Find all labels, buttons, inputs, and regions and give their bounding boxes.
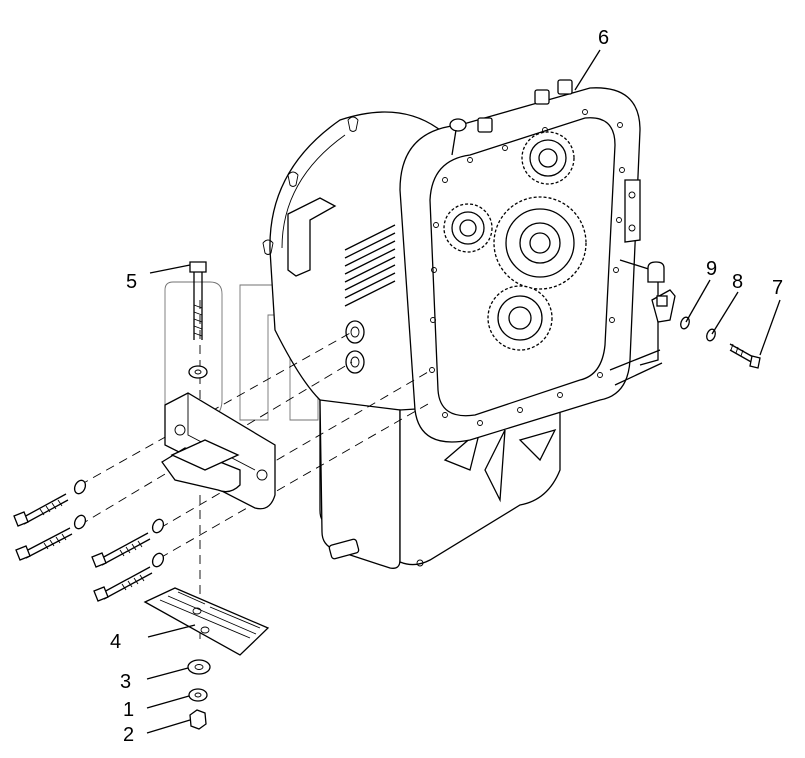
callout-1: 1 <box>123 699 134 721</box>
cooling-fins <box>344 224 396 307</box>
lower-hardware <box>187 659 211 730</box>
callout-3: 3 <box>120 671 131 693</box>
gear-center <box>493 196 587 290</box>
bolt-1 <box>13 479 87 527</box>
cover-bolt-holes <box>429 109 625 426</box>
vertical-bolt <box>188 261 208 379</box>
gear-cover <box>399 79 665 443</box>
side-bracket <box>609 179 665 386</box>
callout-2: 2 <box>123 724 134 746</box>
top-fittings <box>449 79 573 156</box>
gear-top <box>521 131 575 185</box>
bolt-2 <box>15 514 87 561</box>
gear-left <box>443 203 493 253</box>
bolt-3 <box>91 518 165 568</box>
callout-7: 7 <box>772 277 783 299</box>
callout-6: 6 <box>598 27 609 49</box>
drain-fitting <box>328 538 424 567</box>
bolt-4 <box>93 552 165 602</box>
callout-leaders <box>146 49 781 734</box>
bracket-bolts <box>13 479 165 602</box>
callout-4: 4 <box>110 631 121 653</box>
right-hardware <box>651 289 761 369</box>
cushion-pad <box>143 587 270 656</box>
callout-5: 5 <box>126 271 137 293</box>
mounting-bracket <box>161 392 276 510</box>
callout-9: 9 <box>706 258 717 280</box>
callout-8: 8 <box>732 271 743 293</box>
gear-bottom <box>487 285 553 351</box>
callout-labels: 1 2 3 4 5 6 7 8 9 <box>110 27 783 746</box>
